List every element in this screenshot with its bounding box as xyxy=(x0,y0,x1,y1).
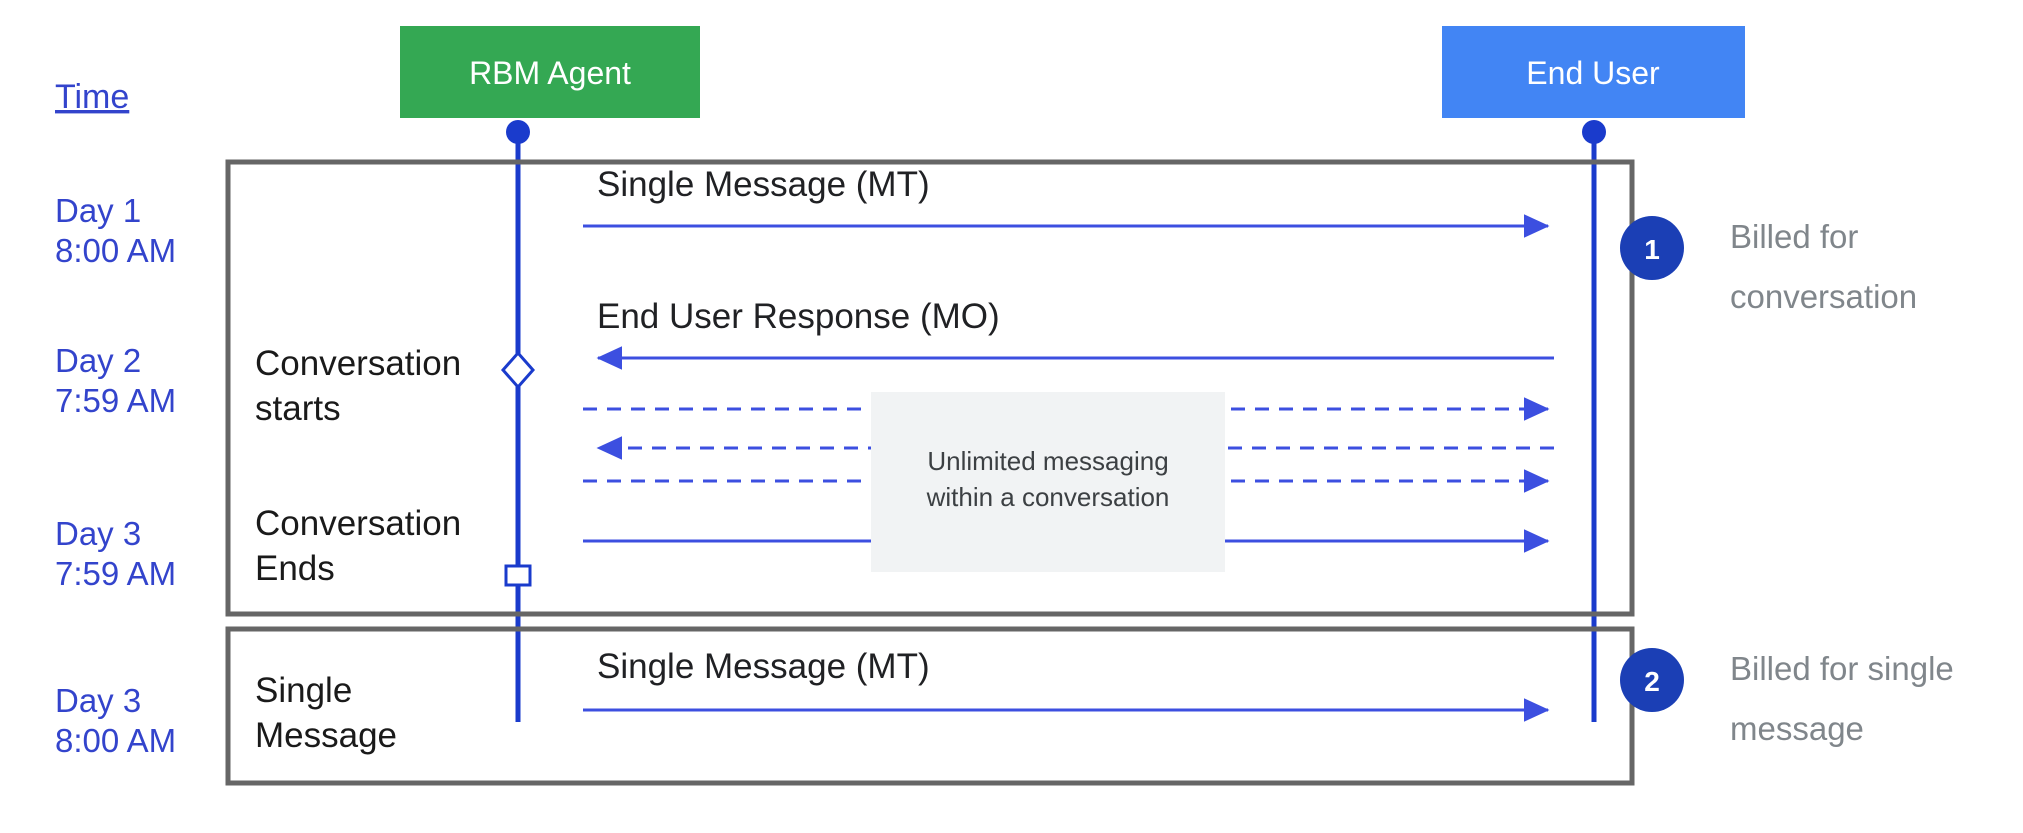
conversation-start-marker xyxy=(500,350,536,390)
phase-label-single-message-line2: Message xyxy=(255,716,397,755)
unlimited-messaging-note-line2: within a conversation xyxy=(926,482,1170,512)
message-label-2: End User Response (MO) xyxy=(597,297,1000,336)
annotation-badge-1-circle xyxy=(1620,216,1684,280)
annotation-badge-2-number: 2 xyxy=(1644,666,1660,697)
time-label-time-1: 8:00 AM xyxy=(55,232,176,269)
actor-label-rbm-agent: RBM Agent xyxy=(469,55,631,91)
annotation-text-1-line1: Billed for xyxy=(1730,218,1858,255)
conversation-end-marker xyxy=(504,564,532,587)
message-label-1: Single Message (MT) xyxy=(597,165,930,204)
unlimited-messaging-note-box xyxy=(871,392,1225,572)
time-label-day-4: Day 3 xyxy=(55,682,141,719)
time-label-time-2: 7:59 AM xyxy=(55,382,176,419)
actor-box-end-user[interactable] xyxy=(1442,26,1745,118)
time-column-header: Time xyxy=(55,78,129,116)
time-label-day-2: Day 2 xyxy=(55,342,141,379)
time-label-day-3: Day 3 xyxy=(55,515,141,552)
annotation-badge-2-circle xyxy=(1620,648,1684,712)
annotation-text-2-line2: message xyxy=(1730,710,1864,747)
message-label-7: Single Message (MT) xyxy=(597,647,930,686)
phase-label-conversation-starts-line2: starts xyxy=(255,389,341,428)
single-message-frame xyxy=(225,626,1635,786)
phase-label-conversation-starts-line1: Conversation xyxy=(255,344,461,383)
actor-label-end-user: End User xyxy=(1526,55,1660,91)
actor-box-rbm-agent[interactable] xyxy=(400,26,700,118)
phase-label-single-message-line1: Single xyxy=(255,671,352,710)
phase-label-conversation-ends-line2: Ends xyxy=(255,549,335,588)
conversation-frame xyxy=(225,159,1635,617)
time-label-time-4: 8:00 AM xyxy=(55,722,176,759)
annotation-text-2-line1: Billed for single xyxy=(1730,650,1954,687)
phase-label-conversation-ends-line1: Conversation xyxy=(255,504,461,543)
annotation-text-1-line2: conversation xyxy=(1730,278,1917,315)
unlimited-messaging-note-line1: Unlimited messaging xyxy=(927,446,1168,476)
time-label-time-3: 7:59 AM xyxy=(55,555,176,592)
time-label-day-1: Day 1 xyxy=(55,192,141,229)
annotation-badge-1-number: 1 xyxy=(1644,234,1660,265)
